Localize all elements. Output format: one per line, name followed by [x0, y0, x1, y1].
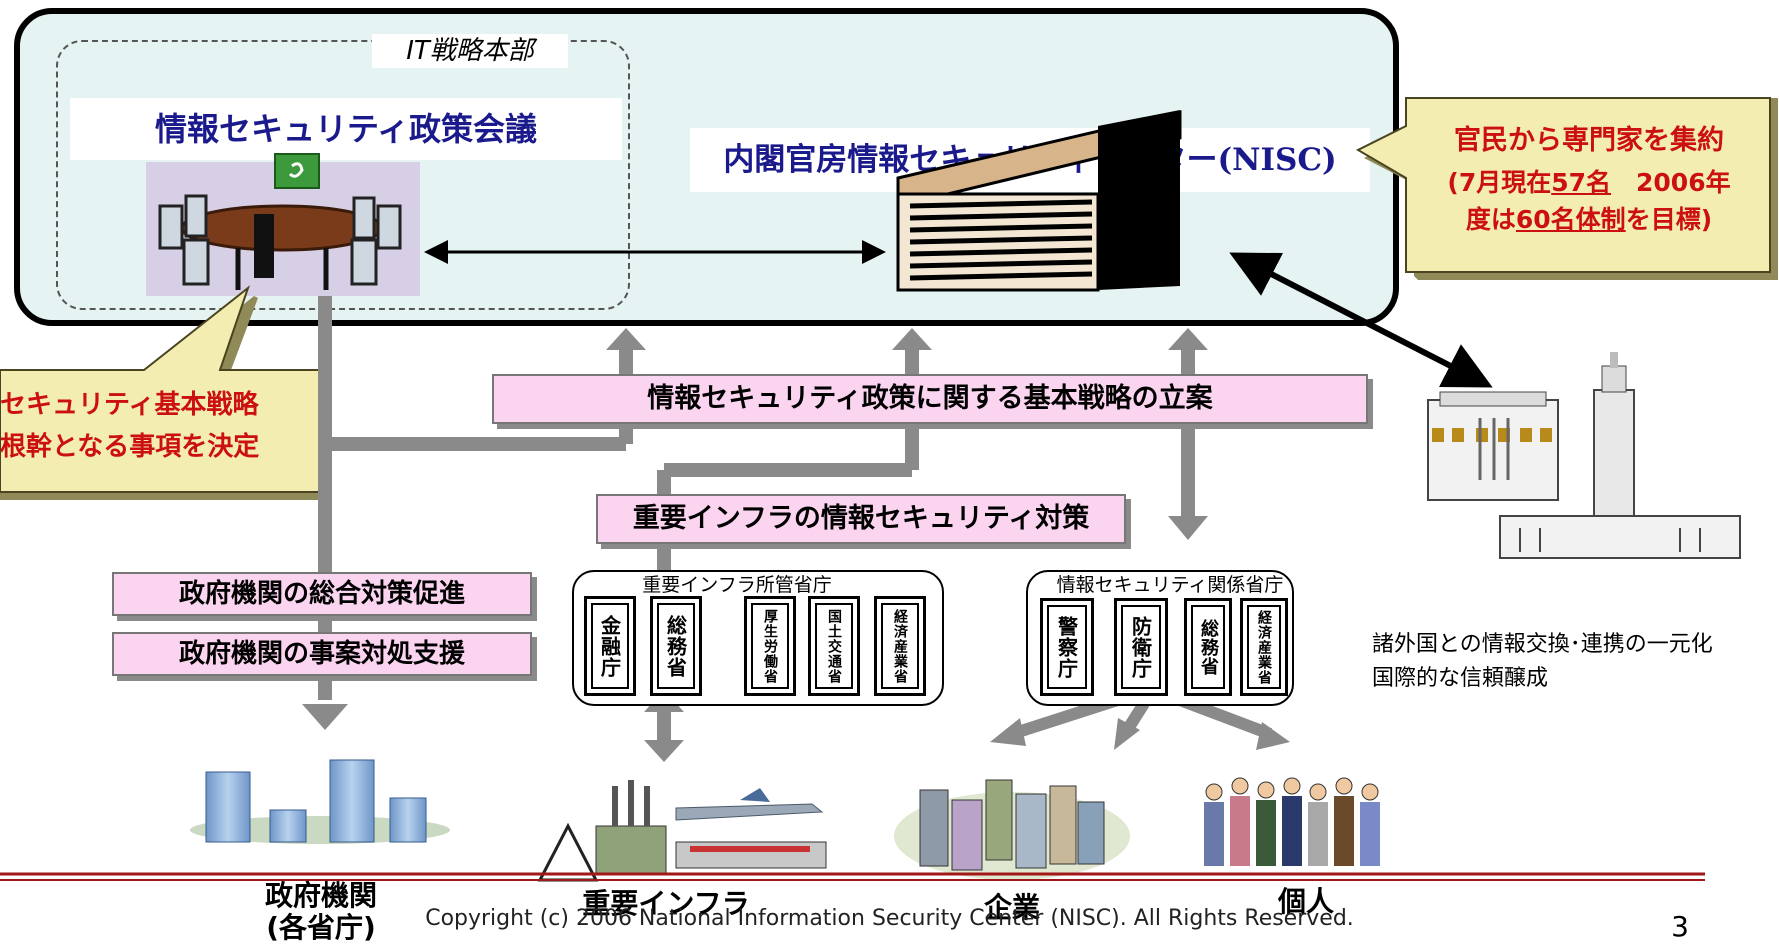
it-strategy-headquarters-boundary	[56, 40, 630, 310]
ministry-mic-security: 総務省	[1184, 598, 1232, 696]
international-caption: 諸外国との情報交換･連携の一元化 国際的な信頼醸成	[1372, 628, 1772, 696]
council-callout-line-2: 根幹となる事項を決定	[0, 432, 260, 462]
copyright-notice: Copyright (c) 2006 National Information …	[425, 906, 1354, 931]
international-line-1: 諸外国との情報交換･連携の一元化	[1372, 632, 1713, 657]
target-enterprise-label: 企業	[983, 891, 1040, 924]
gov-incident-box: 政府機関の事案対処支援	[112, 632, 532, 676]
gov-promotion-box: 政府機関の総合対策促進	[112, 572, 532, 616]
individuals-icon	[1204, 777, 1380, 866]
ministry-npa: 警察庁	[1040, 598, 1094, 696]
experts-line-2: (7月現在57名 2006年	[1447, 168, 1731, 197]
ministry-mhlw: 厚生労働省	[744, 596, 796, 696]
council-title: 情報セキュリティ政策会議	[70, 98, 622, 160]
experts-line-1: 官民から専門家を集約	[1454, 125, 1724, 156]
target-infrastructure-label: 重要インフラ	[582, 887, 750, 920]
council-callout-line-1: セキュリティ基本戦略	[0, 390, 259, 420]
ministry-meti-security: 経済産業省	[1240, 598, 1288, 696]
infrastructure-icon	[537, 780, 827, 882]
page-number: 3	[1671, 910, 1689, 943]
ministry-defense: 防衛庁	[1114, 598, 1168, 696]
security-ministries-label: 情報セキュリティ関係省庁	[1056, 574, 1284, 596]
infra-ministries-label: 重要インフラ所管省庁	[642, 574, 832, 596]
international-line-2: 国際的な信頼醸成	[1372, 666, 1549, 691]
nisc-title: 内閣官房情報セキュリティセンター(NISC)	[690, 128, 1370, 192]
infra-measures-box: 重要インフラの情報セキュリティ対策	[596, 494, 1126, 544]
nisc-abbrev: (NISC)	[1217, 142, 1337, 178]
enterprise-buildings-icon	[894, 779, 1130, 880]
experts-callout-text: 官民から専門家を集約 (7月現在57名 2006年 度は60名体制を目標)	[1408, 118, 1770, 238]
target-government-line-1: 政府機関	[264, 879, 377, 912]
target-government-line-2: (各省庁)	[266, 911, 376, 945]
ministry-mlit: 国土交通省	[808, 596, 860, 696]
foreign-government-buildings-icon	[1427, 352, 1741, 559]
council-callout-text: セキュリティ基本戦略 根幹となる事項を決定	[0, 384, 300, 468]
government-buildings-icon	[190, 759, 450, 844]
nisc-name: 内閣官房情報セキュリティセンター	[723, 142, 1218, 178]
ministry-fsa: 金融庁	[584, 596, 636, 696]
ministry-mic: 総務省	[650, 596, 702, 696]
experts-line-3: 度は60名体制を目標)	[1465, 205, 1713, 234]
target-government-label: 政府機関 (各省庁)	[226, 879, 416, 945]
target-individual-label: 個人	[1277, 885, 1334, 918]
ministry-meti: 経済産業省	[874, 596, 926, 696]
it-strategy-label: IT戦略本部	[372, 34, 568, 68]
basic-strategy-box: 情報セキュリティ政策に関する基本戦略の立案	[492, 374, 1368, 424]
